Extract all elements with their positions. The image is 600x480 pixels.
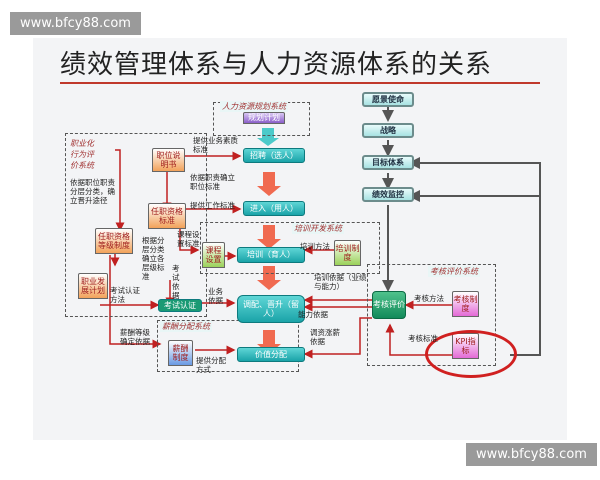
- career-system-box: [65, 133, 207, 317]
- node-qual-level: 任职资格等级制度: [95, 228, 133, 254]
- edge-label: 提供分配方式: [196, 356, 226, 374]
- edge-label: 能力依据: [298, 310, 328, 319]
- node-train-sys: 培训制度: [334, 240, 361, 266]
- node-evaluate: 考核评价: [372, 291, 406, 319]
- node-qual-std: 任职资格标准: [148, 203, 186, 229]
- node-vision: 愿景使命: [362, 92, 414, 107]
- section-label: 人力资源规划系统: [220, 101, 288, 112]
- node-recruit: 招聘（选人）: [243, 148, 305, 163]
- edge-label: 培训依据（业绩与能力）: [314, 273, 367, 291]
- edge-label: 课程设置标准: [177, 230, 200, 248]
- node-exam: 考试认证: [158, 299, 202, 312]
- node-train: 培训（育人）: [237, 247, 305, 263]
- edge-label: 考试依据: [172, 264, 180, 300]
- edge-label: 提供工作标准: [190, 201, 235, 210]
- section-label: 培训开发系统: [292, 223, 344, 234]
- node-promote: 调配、晋升（留人）: [237, 295, 305, 323]
- edge-label: 调资涨薪依据: [310, 328, 340, 346]
- kpi-highlight-ring: [425, 330, 517, 378]
- edge-label: 考试认证方法: [110, 286, 140, 304]
- section-label: 职业化行为评价系统: [70, 139, 94, 170]
- node-value: 价值分配: [237, 347, 305, 362]
- node-strategy: 战略: [362, 123, 414, 138]
- page-title: 绩效管理体系与人力资源体系的关系: [60, 50, 493, 80]
- section-label: 考核评价系统: [428, 266, 480, 277]
- edge-label: 培训方法: [300, 242, 330, 251]
- edge-label: 考核方法: [414, 294, 444, 303]
- node-goals: 目标体系: [362, 155, 414, 170]
- edge-label: 依据职位职责分层分类，确立晋升途径: [70, 178, 115, 205]
- node-pay-sys: 薪酬制度: [168, 340, 193, 366]
- node-course: 课程设置: [202, 242, 225, 268]
- edge-label: 考核标准: [408, 334, 438, 343]
- node-monitor: 绩效监控: [362, 187, 414, 202]
- edge-label: 依据职责确立职位标准: [190, 173, 235, 191]
- watermark-top: www.bfcy88.com: [10, 12, 141, 35]
- edge-label: 提供业务素质标准: [193, 136, 238, 154]
- node-career-plan: 职业发展计划: [78, 273, 108, 299]
- edge-label: 业务依据: [208, 287, 223, 305]
- title-underline: [60, 82, 540, 84]
- node-plan: 规划计划: [243, 112, 285, 124]
- edge-label: 根据分层分类确立各层级标准: [142, 236, 165, 281]
- edge-label: 薪酬等级确定依据: [120, 328, 150, 346]
- training-system-box: [200, 222, 380, 274]
- section-label: 薪酬分配系统: [160, 321, 212, 332]
- node-enter: 进入（用人）: [243, 201, 305, 216]
- watermark-bottom: www.bfcy88.com: [466, 443, 597, 466]
- node-job-desc: 职位说明书: [152, 148, 185, 172]
- compensation-system-box: [157, 320, 299, 372]
- node-eval-sys: 考核制度: [452, 291, 479, 317]
